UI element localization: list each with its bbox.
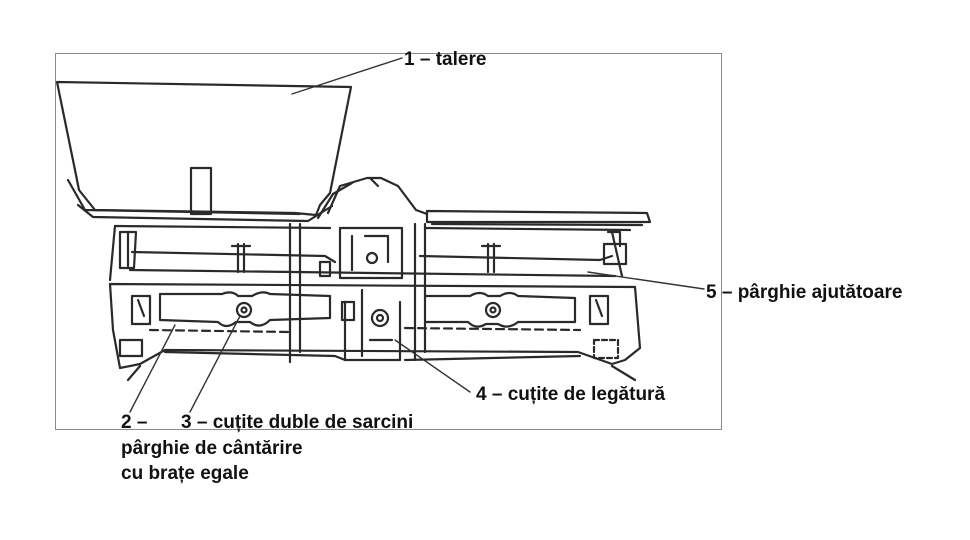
- label-4-text: – cuțite de legătură: [486, 384, 666, 405]
- central-arch: [288, 176, 429, 364]
- label-2-line3: cu brațe egale: [121, 463, 249, 484]
- right-upper-pivot: [480, 230, 628, 274]
- label-parghie-cantarire: 2 –: [121, 410, 147, 436]
- label-3-text: – cuțite duble de sarcini: [191, 412, 414, 433]
- leader-line-4: [394, 339, 471, 393]
- label-cutite-duble: 3 – cuțite duble de sarcini: [181, 410, 413, 436]
- label-2-number: 2: [121, 412, 132, 433]
- lower-pivots: [118, 294, 620, 360]
- left-pan: [55, 80, 353, 223]
- leader-line-1: [291, 57, 403, 95]
- label-1-text: – talere: [414, 49, 487, 70]
- label-2-text: –: [131, 412, 148, 433]
- lower-lever: [148, 291, 582, 334]
- label-1-number: 1: [404, 49, 415, 70]
- upper-beam: [108, 224, 632, 282]
- leader-lines: [129, 57, 705, 413]
- leader-line-2: [129, 324, 176, 413]
- label-5-text: – pârghie ajutătoare: [716, 282, 903, 303]
- label-4-number: 4: [476, 384, 487, 405]
- leader-line-5: [587, 271, 705, 290]
- left-upper-pivot: [118, 230, 252, 274]
- label-2-line2: pârghie de cântărire: [121, 438, 303, 459]
- leader-line-3: [189, 315, 241, 413]
- pan-post: [189, 166, 213, 216]
- right-pan: [425, 209, 652, 227]
- lower-base: [108, 282, 642, 382]
- label-talere: 1 – talere: [404, 47, 486, 73]
- label-cutite-de-legatura: 4 – cuțite de legătură: [476, 382, 665, 408]
- label-3-number: 3: [181, 412, 192, 433]
- label-parghie-ajutatoare: 5 – pârghie ajutătoare: [706, 280, 902, 306]
- figure-frame: [55, 53, 722, 430]
- label-5-number: 5: [706, 282, 717, 303]
- central-box: [318, 226, 404, 362]
